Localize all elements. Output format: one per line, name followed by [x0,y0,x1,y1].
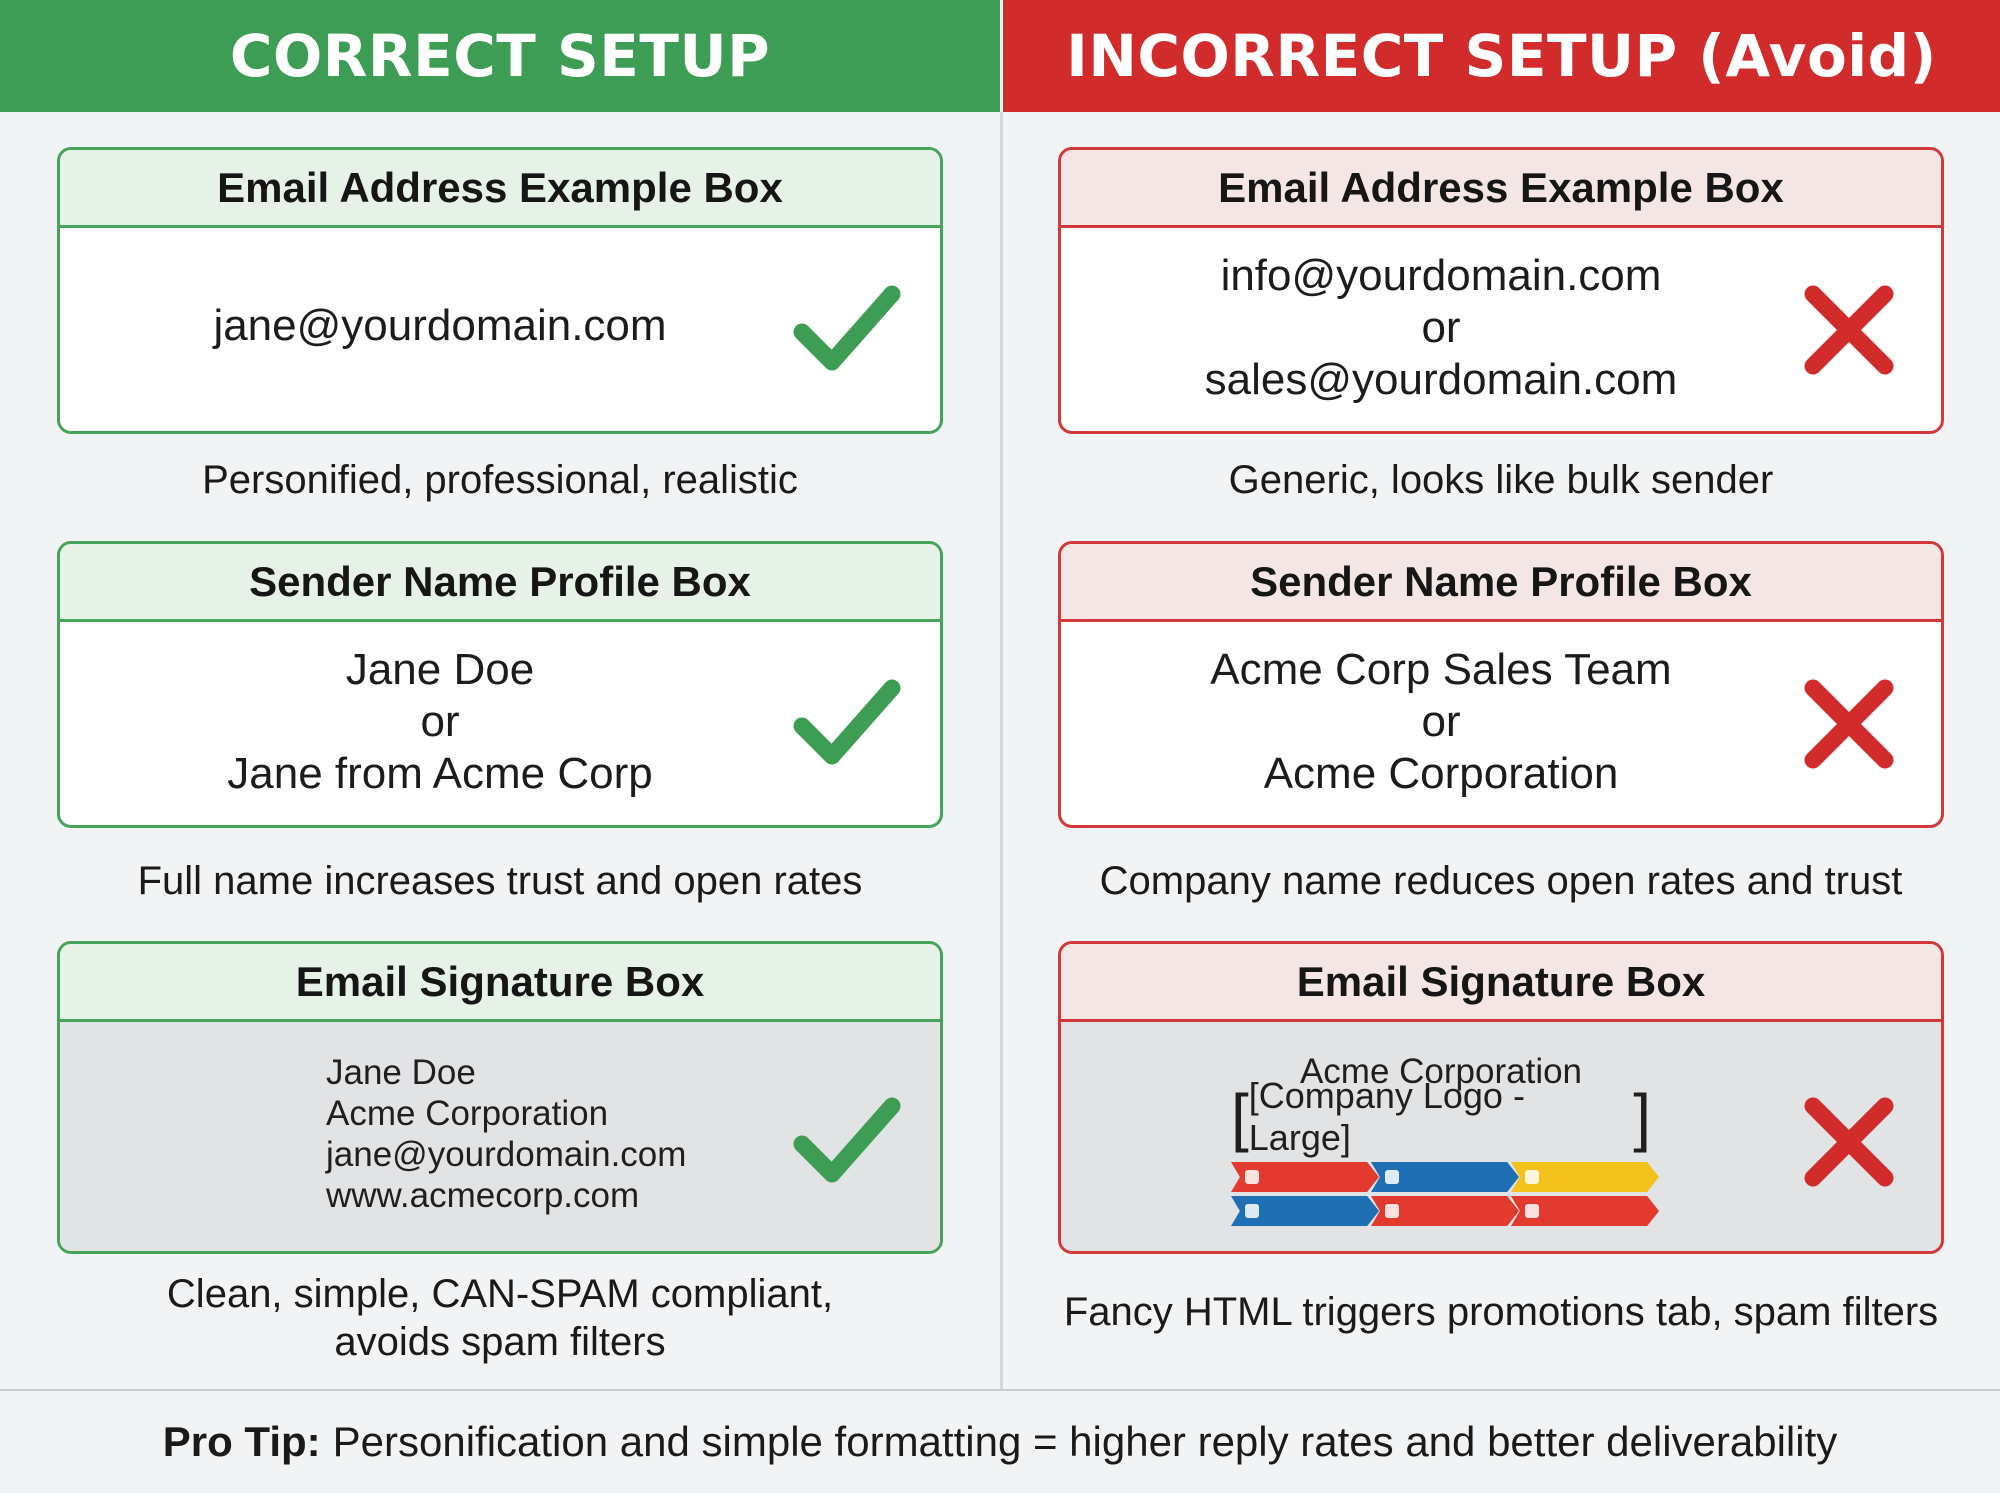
sender-line: or [420,697,460,746]
caption-line: avoids spam filters [334,1320,666,1364]
checkmark-icon [793,679,901,765]
banner-segment [1371,1162,1519,1192]
sender-line: or [1421,697,1461,746]
banner-row [1231,1162,1659,1192]
pro-tip-footer: Pro Tip: Personification and simple form… [0,1391,2000,1493]
box-title: Sender Name Profile Box [60,544,940,622]
email-example: jane@yourdomain.com [60,300,820,352]
signature-text: Jane Doe Acme Corporation jane@yourdomai… [326,1052,686,1216]
email-example: info@yourdomain.com or sales@yourdomain.… [1061,250,1821,406]
email-line: sales@yourdomain.com [1204,355,1678,404]
gear-icon [1385,1204,1399,1218]
correct-email-caption: Personified, professional, realistic [0,456,1000,504]
caption-line: Fancy HTML triggers promotions tab, spam… [1063,1290,1939,1334]
company-logo-placeholder: [ [Company Logo - Large] ] [1231,1075,1651,1158]
x-mark-icon [1804,679,1894,769]
banner-segment [1511,1162,1659,1192]
correct-setup-header: CORRECT SETUP [0,0,1000,112]
checkmark-icon [793,1097,901,1183]
box-title: Email Address Example Box [60,150,940,228]
x-mark-icon [1804,285,1894,375]
signature-line: www.acmecorp.com [326,1176,640,1215]
incorrect-signature-caption: Fancy HTML triggers promotions tab, spam… [1001,1288,2000,1336]
incorrect-sender-name-box: Sender Name Profile Box Acme Corp Sales … [1058,541,1944,828]
bracket-left: [ [1231,1081,1249,1153]
checkmark-icon [793,285,901,371]
pro-tip-label: Pro Tip: [162,1418,321,1465]
signature-line: jane@yourdomain.com [326,1135,687,1174]
signature-company: Acme Corporation [1299,1052,1583,1091]
incorrect-signature-box: Email Signature Box Acme Corporation [ [… [1058,941,1944,1254]
document-icon [1525,1204,1539,1218]
sender-line: Acme Corp Sales Team [1210,645,1672,694]
caption-line: Full name increases trust and open rates [137,859,863,903]
sender-line: Jane Doe [345,645,535,694]
email-line: jane@yourdomain.com [213,301,667,350]
banner-segment [1231,1162,1379,1192]
caption-line: Company name reduces open rates and trus… [1099,859,1903,903]
caption-line: Clean, simple, CAN-SPAM compliant, [166,1272,834,1316]
banner-segment [1371,1196,1519,1226]
logo-placeholder-text: [Company Logo - Large] [1248,1075,1525,1158]
pro-tip-text: Personification and simple formatting = … [332,1418,1838,1465]
box-title: Sender Name Profile Box [1061,544,1941,622]
box-title: Email Signature Box [1061,944,1941,1022]
building-icon [1245,1204,1259,1218]
column-divider [1000,112,1003,1390]
sender-name-example: Jane Doe or Jane from Acme Corp [60,644,820,800]
banner-segment [1511,1196,1659,1226]
signature-line: Acme Corporation [326,1094,609,1133]
fancy-html-banner [1231,1162,1659,1230]
x-mark-icon [1804,1097,1894,1187]
bracket-right: ] [1633,1081,1651,1153]
box-title: Email Address Example Box [1061,150,1941,228]
chart-icon [1525,1170,1539,1184]
email-line: or [1421,303,1461,352]
caption-line: Generic, looks like bulk sender [1228,458,1774,502]
gear-icon [1385,1170,1399,1184]
caption-line: Personified, professional, realistic [202,458,798,502]
incorrect-email-address-box: Email Address Example Box info@yourdomai… [1058,147,1944,434]
incorrect-setup-header: INCORRECT SETUP (Avoid) [1003,0,2000,112]
sender-line: Jane from Acme Corp [227,749,653,798]
correct-signature-box: Email Signature Box Jane Doe Acme Corpor… [57,941,943,1254]
box-title: Email Signature Box [60,944,940,1022]
correct-signature-caption: Clean, simple, CAN-SPAM compliant, avoid… [0,1270,1000,1366]
sender-name-example: Acme Corp Sales Team or Acme Corporation [1061,644,1821,800]
banner-row [1231,1196,1659,1226]
correct-sender-caption: Full name increases trust and open rates [0,857,1000,905]
banner-segment [1231,1196,1379,1226]
signature-line: Jane Doe [326,1053,476,1092]
person-icon [1245,1170,1259,1184]
incorrect-email-caption: Generic, looks like bulk sender [1001,456,2000,504]
correct-email-address-box: Email Address Example Box jane@yourdomai… [57,147,943,434]
sender-line: Acme Corporation [1263,749,1619,798]
incorrect-sender-caption: Company name reduces open rates and trus… [1001,857,2000,905]
email-line: info@yourdomain.com [1220,251,1662,300]
footer-divider [0,1389,2000,1391]
correct-sender-name-box: Sender Name Profile Box Jane Doe or Jane… [57,541,943,828]
